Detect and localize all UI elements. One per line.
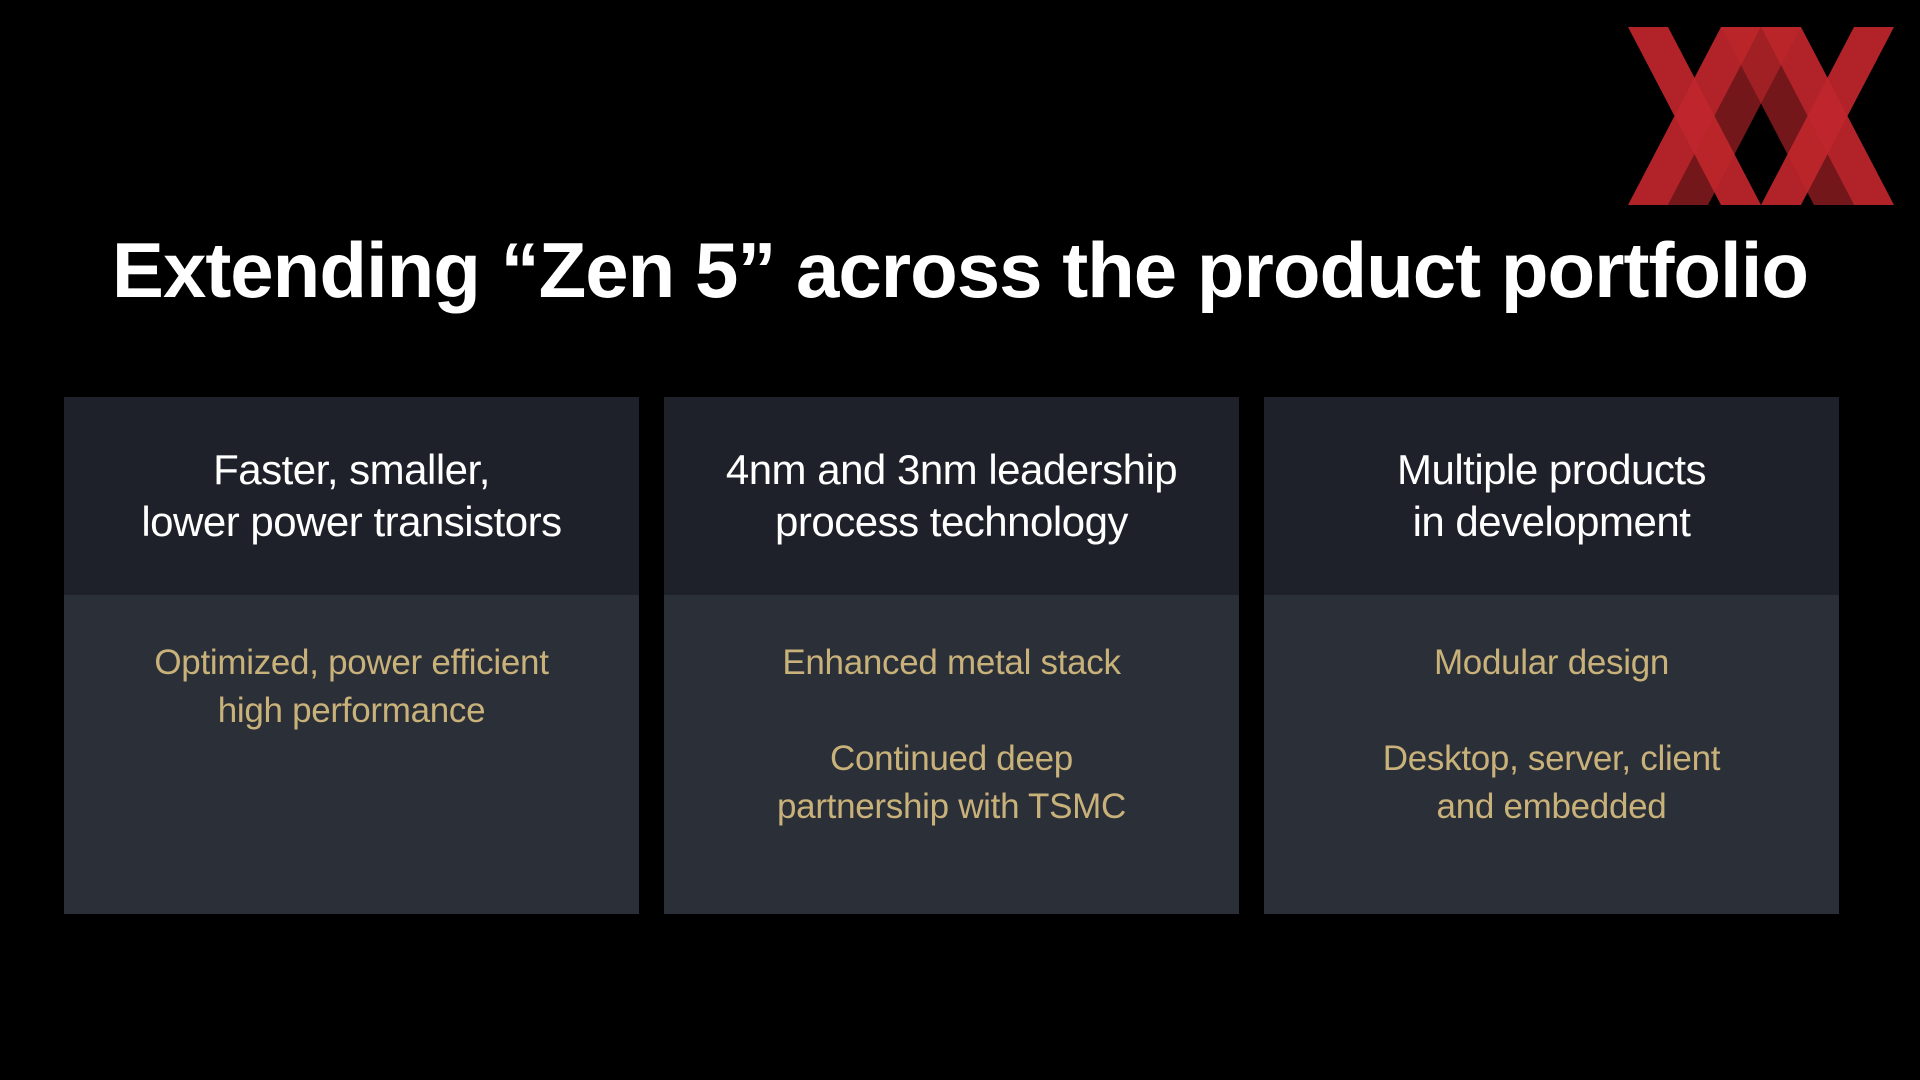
card-paragraph: Enhanced metal stack — [664, 595, 1239, 687]
card-header-line: in development — [1412, 498, 1691, 545]
card-body-line: and embedded — [1436, 787, 1667, 826]
card-header-line: Faster, smaller, — [213, 446, 490, 493]
card-header: 4nm and 3nm leadership process technolog… — [664, 397, 1239, 595]
card-header: Multiple products in development — [1264, 397, 1839, 595]
card-paragraph: Desktop, server, client and embedded — [1264, 687, 1839, 831]
card-header-line: lower power transistors — [141, 498, 562, 545]
card-body-line: Enhanced metal stack — [782, 643, 1121, 682]
card-paragraph: Continued deep partnership with TSMC — [664, 687, 1239, 831]
card-body-line: Optimized, power efficient — [154, 643, 549, 682]
card-header-line: Multiple products — [1397, 446, 1706, 493]
card-transistors: Faster, smaller, lower power transistors… — [64, 397, 639, 914]
card-process-technology: 4nm and 3nm leadership process technolog… — [664, 397, 1239, 914]
card-header-line: 4nm and 3nm leadership — [725, 446, 1178, 493]
card-row: Faster, smaller, lower power transistors… — [64, 397, 1840, 914]
card-body: Modular design Desktop, server, client a… — [1264, 595, 1839, 914]
card-body-line: high performance — [217, 691, 486, 730]
card-body-line: partnership with TSMC — [776, 787, 1126, 826]
card-body: Optimized, power efficient high performa… — [64, 595, 639, 914]
card-body-line: Modular design — [1433, 643, 1670, 682]
card-body-line: Desktop, server, client — [1382, 739, 1721, 778]
card-products: Multiple products in development Modular… — [1264, 397, 1839, 914]
card-header: Faster, smaller, lower power transistors — [64, 397, 639, 595]
card-header-line: process technology — [775, 498, 1128, 545]
card-body: Enhanced metal stack Continued deep part… — [664, 595, 1239, 914]
card-paragraph: Optimized, power efficient high performa… — [64, 595, 639, 735]
card-paragraph: Modular design — [1264, 595, 1839, 687]
card-body-line: Continued deep — [830, 739, 1073, 778]
red-double-x-logo-icon — [1628, 27, 1894, 205]
slide-title: Extending “Zen 5” across the product por… — [111, 226, 1809, 314]
